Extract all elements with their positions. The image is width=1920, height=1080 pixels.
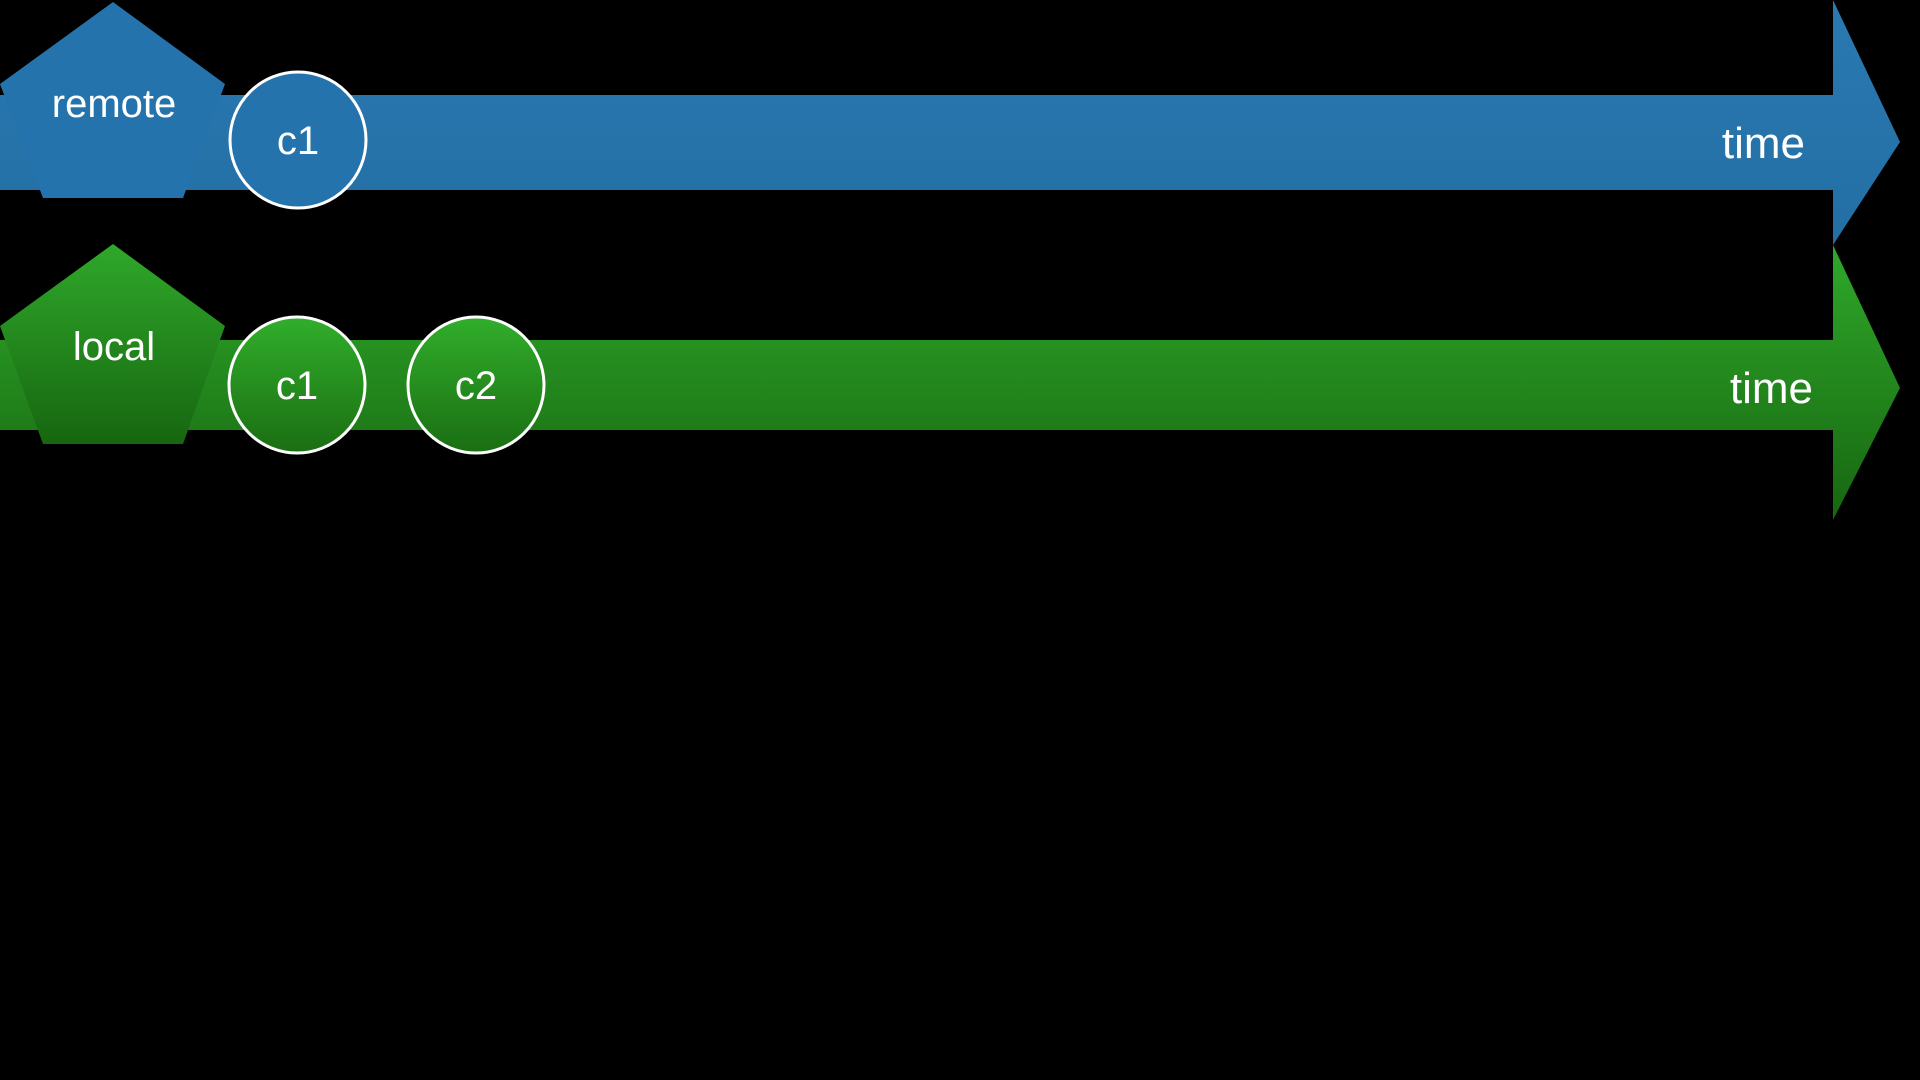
local-commit-c1-node[interactable] xyxy=(227,315,367,455)
local-commit-c2-label: c2 xyxy=(455,364,497,408)
remote-time-arrow xyxy=(0,0,1900,245)
remote-time-label: time xyxy=(1722,119,1805,168)
remote-track: remote c1 time xyxy=(0,0,1900,245)
local-time-label: time xyxy=(1730,364,1813,413)
local-time-arrow xyxy=(0,245,1900,520)
local-commit-c1[interactable]: c1 xyxy=(227,315,367,455)
local-commit-c1-label: c1 xyxy=(276,364,318,408)
remote-commit-c1[interactable]: c1 xyxy=(228,70,368,210)
remote-commit-c1-label: c1 xyxy=(277,119,319,163)
remote-branch-pentagon xyxy=(0,2,225,198)
remote-branch-label: remote xyxy=(52,82,177,126)
local-branch-label: local xyxy=(73,325,155,369)
local-track: local c1 c2 time xyxy=(0,244,1900,520)
remote-commit-c1-node[interactable] xyxy=(228,70,368,210)
local-commit-c2-node[interactable] xyxy=(406,315,546,455)
local-branch-pentagon xyxy=(0,244,225,444)
local-commit-c2[interactable]: c2 xyxy=(406,315,546,455)
